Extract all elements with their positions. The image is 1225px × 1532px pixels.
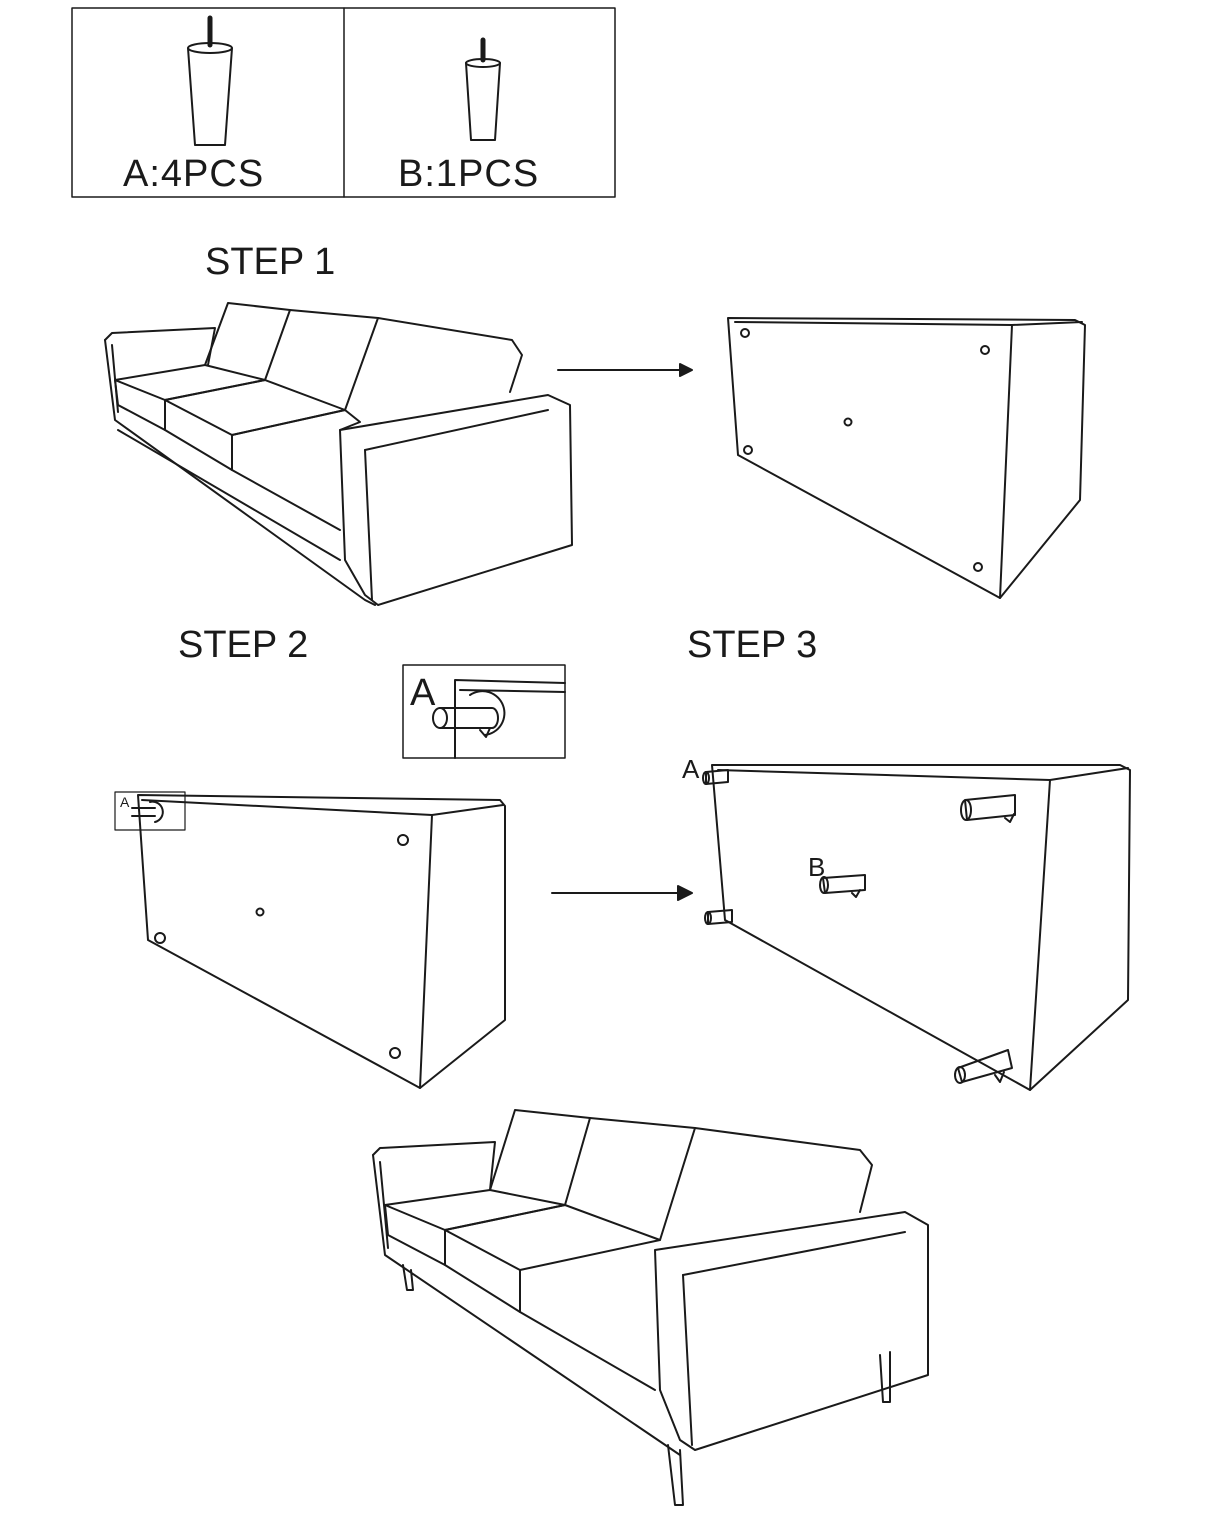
assembled-sofa	[372, 1109, 929, 1506]
leg-b-icon	[465, 37, 501, 141]
sofa-bottom-panel-step2	[114, 791, 506, 1089]
step-1-title: STEP 1	[205, 241, 336, 283]
leg-a-installed	[704, 909, 733, 925]
step3-leg-b-label: B	[808, 852, 826, 882]
leg-a-installed	[702, 769, 729, 785]
step3-leg-a-label: A	[682, 754, 700, 784]
leg-b-installed	[819, 874, 866, 898]
sofa-bottom-panel-step1	[727, 317, 1086, 599]
leg-a-installed	[954, 1049, 1013, 1084]
part-a-label: A:4PCS	[123, 153, 265, 195]
inset-leg-label: A	[410, 672, 436, 714]
sofa-without-legs	[104, 302, 573, 606]
leg-a-installed	[960, 794, 1016, 823]
sofa-leg	[879, 1351, 891, 1403]
sofa-leg	[667, 1444, 684, 1506]
arrow-step1	[557, 363, 693, 377]
step-2-title: STEP 2	[178, 624, 309, 666]
inset-detail	[402, 664, 566, 759]
leg-a-icon	[187, 15, 233, 146]
step-3-title: STEP 3	[687, 624, 818, 666]
parts-box	[71, 7, 616, 198]
step2-corner-label: A	[120, 794, 130, 810]
arrow-step2	[551, 885, 693, 901]
part-b-label: B:1PCS	[398, 153, 540, 195]
sofa-bottom-panel-with-legs	[702, 764, 1131, 1091]
sofa-leg	[402, 1264, 414, 1291]
